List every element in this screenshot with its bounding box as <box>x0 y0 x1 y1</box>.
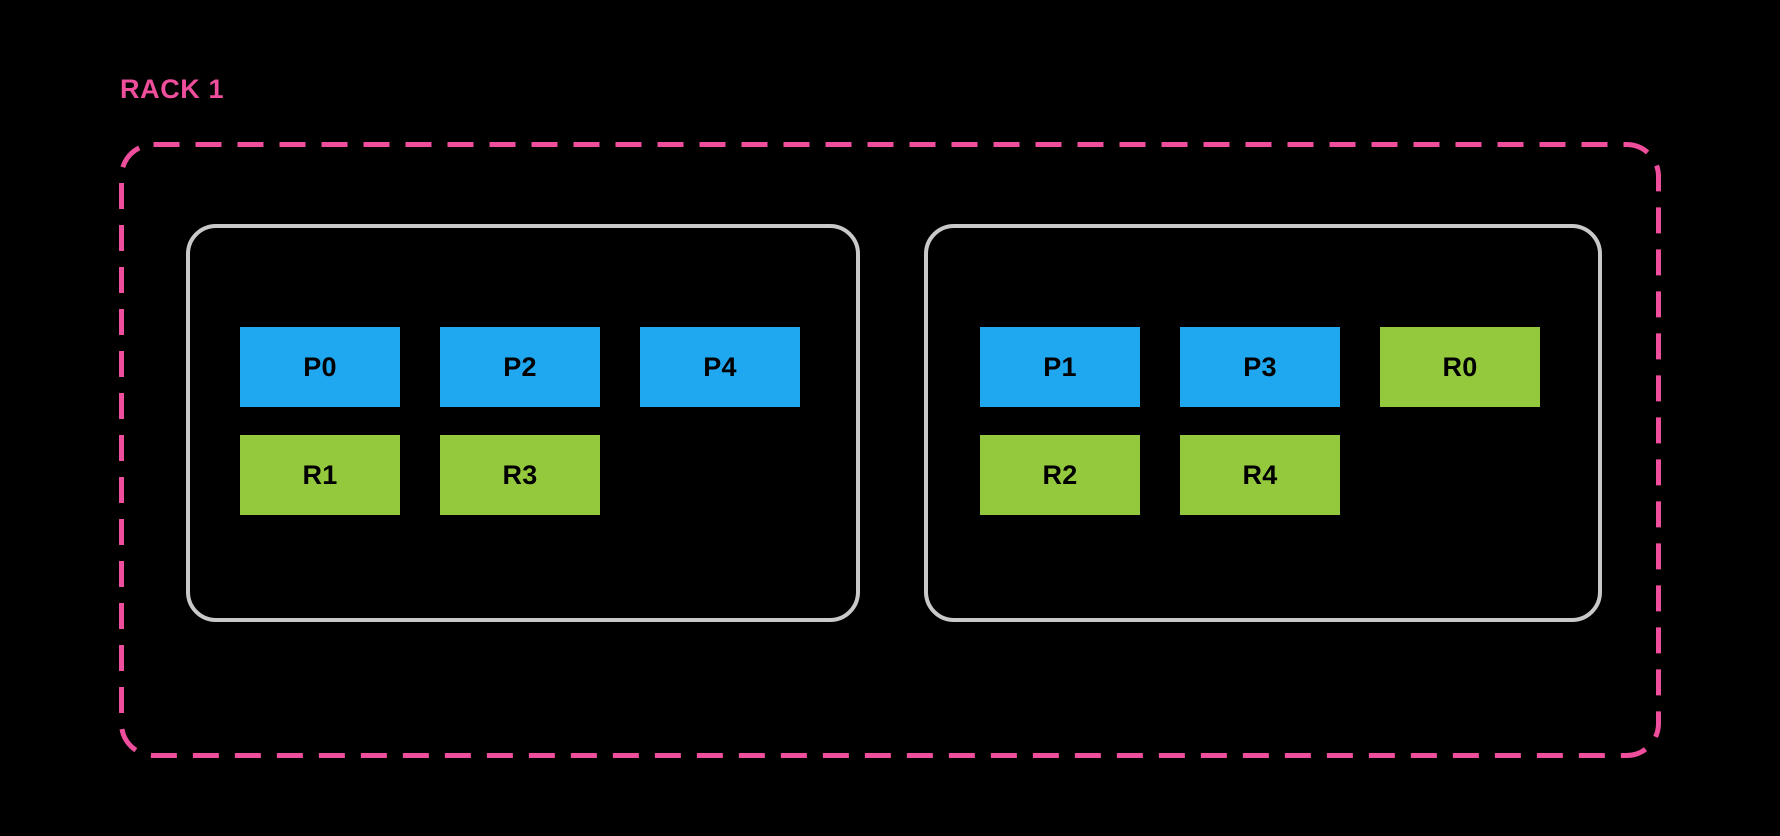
chip-slot: P1 <box>980 327 1140 407</box>
chip-slot: R0 <box>1380 327 1540 407</box>
rack-label: RACK 1 <box>120 74 225 104</box>
partition-chip[interactable]: P2 <box>440 327 600 407</box>
chip-slot-empty <box>1380 435 1540 515</box>
node-right-row-partitions: P1 P3 R0 <box>980 327 1540 407</box>
chip-slot: R3 <box>440 435 600 515</box>
empty-chip <box>640 435 800 515</box>
node-group-right: P1 P3 R0 R2 R4 <box>924 224 1602 622</box>
replica-chip[interactable]: R4 <box>1180 435 1340 515</box>
chip-slot-empty <box>640 435 800 515</box>
node-left-row-partitions: P0 P2 P4 <box>240 327 800 407</box>
node-right-row-replicas: R2 R4 <box>980 435 1540 515</box>
replica-chip[interactable]: R0 <box>1380 327 1540 407</box>
chip-slot: R2 <box>980 435 1140 515</box>
empty-chip <box>1380 435 1540 515</box>
partition-chip[interactable]: P0 <box>240 327 400 407</box>
replica-chip[interactable]: R2 <box>980 435 1140 515</box>
node-left-row-replicas: R1 R3 <box>240 435 800 515</box>
partition-chip[interactable]: P4 <box>640 327 800 407</box>
node-group-left: P0 P2 P4 R1 R3 <box>186 224 860 622</box>
replica-chip[interactable]: R3 <box>440 435 600 515</box>
chip-slot: P3 <box>1180 327 1340 407</box>
chip-slot: P2 <box>440 327 600 407</box>
partition-chip[interactable]: P1 <box>980 327 1140 407</box>
partition-chip[interactable]: P3 <box>1180 327 1340 407</box>
chip-slot: R4 <box>1180 435 1340 515</box>
replica-chip[interactable]: R1 <box>240 435 400 515</box>
chip-slot: R1 <box>240 435 400 515</box>
chip-slot: P4 <box>640 327 800 407</box>
chip-slot: P0 <box>240 327 400 407</box>
